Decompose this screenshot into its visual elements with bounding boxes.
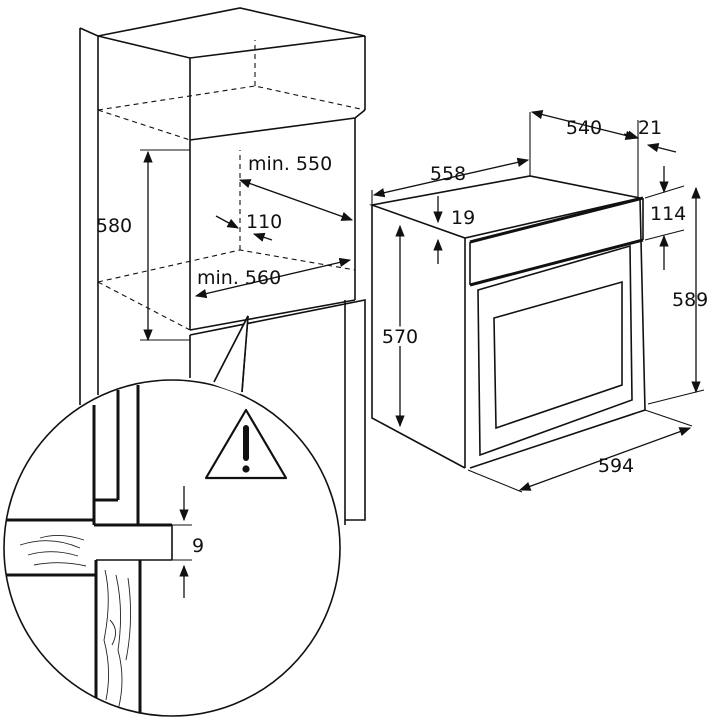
detail-callout: 9 [3, 315, 341, 717]
niche-height-label: 580 [96, 215, 132, 237]
warning-triangle-icon [204, 408, 288, 480]
detail-gap-label: 9 [192, 535, 204, 557]
oven-depth-label: 558 [430, 163, 466, 185]
top-gap-label: 19 [451, 207, 475, 229]
oven-dimension-arrows [371, 110, 705, 493]
oven-total-height-label: 589 [672, 289, 708, 311]
cabinet-dimension-arrows [140, 149, 354, 342]
panel-offset-label: 21 [638, 117, 662, 139]
vent-gap-label: 110 [246, 211, 282, 233]
oven-width-label: 594 [598, 455, 634, 477]
panel-height-label: 114 [650, 203, 686, 225]
panel-depth-label: 540 [566, 117, 602, 139]
oven-body-height-label: 570 [382, 326, 418, 348]
niche-width-label: min. 560 [197, 267, 281, 289]
oven [368, 175, 646, 469]
niche-depth-label: min. 550 [248, 153, 332, 175]
